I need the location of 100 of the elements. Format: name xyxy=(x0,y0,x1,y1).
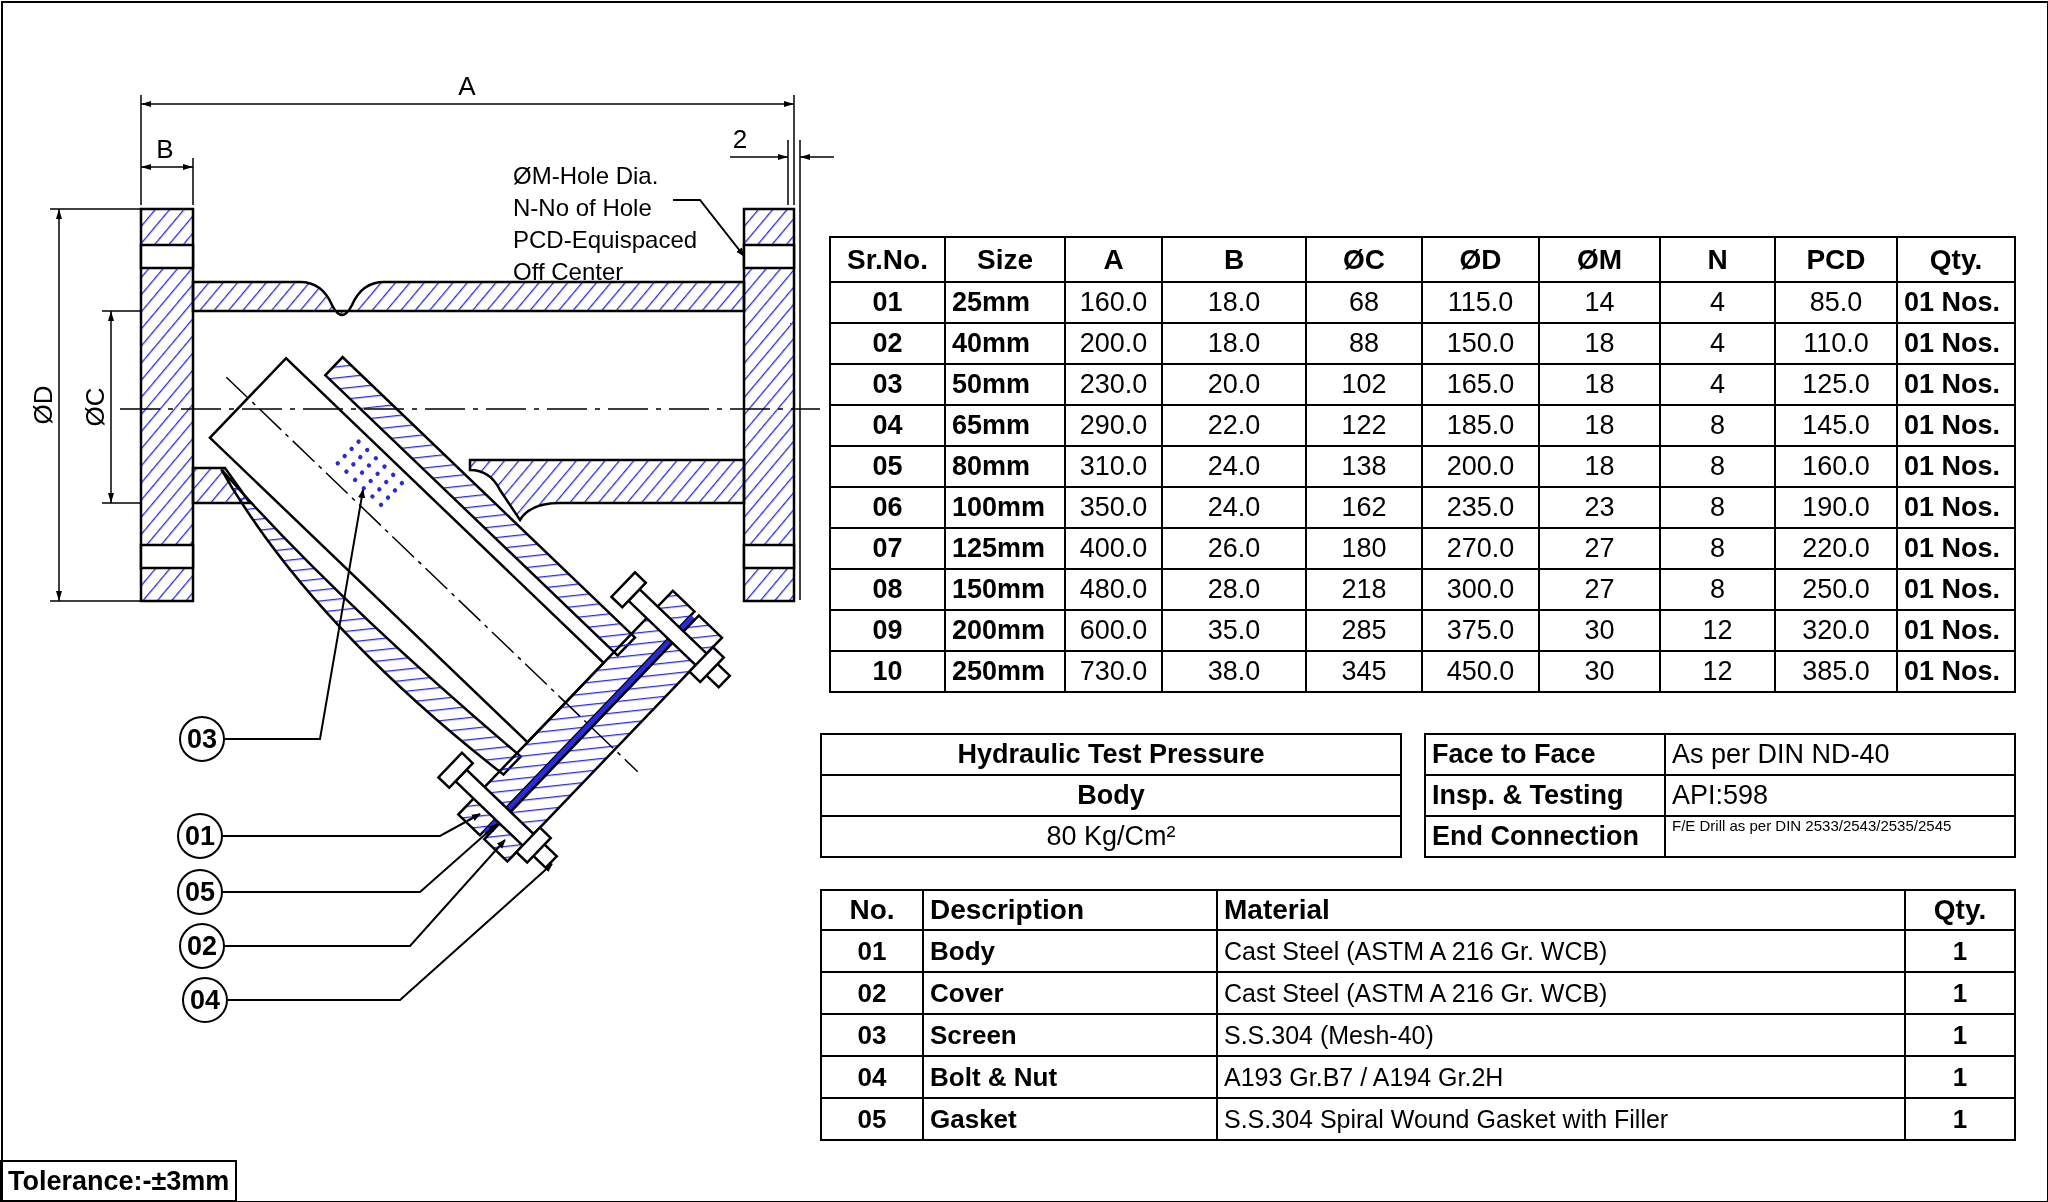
table-cell: 385.0 xyxy=(1775,651,1897,692)
table-cell: 09 xyxy=(830,610,945,651)
table-cell: Body xyxy=(821,775,1401,816)
table-cell: 200.0 xyxy=(1065,323,1162,364)
leader-line xyxy=(224,489,366,740)
table-cell: 1 xyxy=(1905,972,2015,1014)
table-cell: 150.0 xyxy=(1422,323,1539,364)
header-cell: End Connection xyxy=(1425,816,1665,857)
callout-number: 04 xyxy=(182,977,228,1023)
header-cell: Size xyxy=(945,237,1065,282)
table-cell: 18 xyxy=(1539,405,1660,446)
dimension-label: 2 xyxy=(732,124,748,154)
table-cell: 230.0 xyxy=(1065,364,1162,405)
table-cell: 138 xyxy=(1306,446,1422,487)
table-cell: 02 xyxy=(821,972,923,1014)
table-cell: 218 xyxy=(1306,569,1422,610)
table-cell: 400.0 xyxy=(1065,528,1162,569)
table-cell: 8 xyxy=(1660,569,1775,610)
table-cell: 18 xyxy=(1539,323,1660,364)
table-cell: 4 xyxy=(1660,282,1775,323)
table-cell: 35.0 xyxy=(1162,610,1306,651)
table-cell: 145.0 xyxy=(1775,405,1897,446)
table-cell: 450.0 xyxy=(1422,651,1539,692)
table-cell: Body xyxy=(923,930,1217,972)
leader-line xyxy=(227,863,553,1001)
dimension-label: ØD xyxy=(28,385,58,425)
table-cell: 162 xyxy=(1306,487,1422,528)
table-cell: 1 xyxy=(1905,1056,2015,1098)
header-cell: Face to Face xyxy=(1425,734,1665,775)
table-cell: 160.0 xyxy=(1775,446,1897,487)
table-cell: 160.0 xyxy=(1065,282,1162,323)
table-cell: 250mm xyxy=(945,651,1065,692)
note-text: ØM-Hole Dia. N-No of Hole PCD-Equispaced Off Center xyxy=(513,160,705,288)
table-cell: 23 xyxy=(1539,487,1660,528)
table-cell: 200.0 xyxy=(1422,446,1539,487)
table-cell: 06 xyxy=(830,487,945,528)
table-cell: 40mm xyxy=(945,323,1065,364)
table-cell: 12 xyxy=(1660,651,1775,692)
table-cell: 03 xyxy=(830,364,945,405)
table-cell: 8 xyxy=(1660,528,1775,569)
table-cell: 03 xyxy=(821,1014,923,1056)
table-cell: 290.0 xyxy=(1065,405,1162,446)
table-cell: 65mm xyxy=(945,405,1065,446)
header-cell: Sr.No. xyxy=(830,237,945,282)
table-cell: 24.0 xyxy=(1162,487,1306,528)
callout-number: 03 xyxy=(179,716,225,762)
table-cell: 18 xyxy=(1539,446,1660,487)
table-cell: 01 Nos. xyxy=(1897,446,2015,487)
table-cell: 01 Nos. xyxy=(1897,405,2015,446)
table-cell: 150mm xyxy=(945,569,1065,610)
table-cell: 14 xyxy=(1539,282,1660,323)
table-cell: Cast Steel (ASTM A 216 Gr. WCB) xyxy=(1217,930,1905,972)
table-cell: Cover xyxy=(923,972,1217,1014)
table-cell: 02 xyxy=(830,323,945,364)
table-cell: A193 Gr.B7 / A194 Gr.2H xyxy=(1217,1056,1905,1098)
table-cell: 01 Nos. xyxy=(1897,487,2015,528)
table-cell: S.S.304 (Mesh-40) xyxy=(1217,1014,1905,1056)
table-cell: 01 Nos. xyxy=(1897,282,2015,323)
table-cell: 270.0 xyxy=(1422,528,1539,569)
header-cell: A xyxy=(1065,237,1162,282)
table-cell: 4 xyxy=(1660,364,1775,405)
table-cell: 26.0 xyxy=(1162,528,1306,569)
table-cell: 1 xyxy=(1905,1014,2015,1056)
header-cell: N xyxy=(1660,237,1775,282)
callout-number: 01 xyxy=(177,813,223,859)
table-cell: 20.0 xyxy=(1162,364,1306,405)
table-cell: 38.0 xyxy=(1162,651,1306,692)
table-cell: 25mm xyxy=(945,282,1065,323)
header-cell: Material xyxy=(1217,890,1905,930)
table-cell: 18.0 xyxy=(1162,323,1306,364)
table-cell: 8 xyxy=(1660,446,1775,487)
table-cell: 85.0 xyxy=(1775,282,1897,323)
table-cell: 1 xyxy=(1905,930,2015,972)
tolerance-note: Tolerance:-±3mm xyxy=(0,1160,238,1202)
table-cell: 480.0 xyxy=(1065,569,1162,610)
table-cell: 165.0 xyxy=(1422,364,1539,405)
table-cell: API:598 xyxy=(1665,775,2015,816)
table-cell: 24.0 xyxy=(1162,446,1306,487)
table-cell: 190.0 xyxy=(1775,487,1897,528)
header-cell: Description xyxy=(923,890,1217,930)
header-cell: PCD xyxy=(1775,237,1897,282)
table-cell: 04 xyxy=(821,1056,923,1098)
dimension-label: ØC xyxy=(80,387,110,427)
table-cell: 88 xyxy=(1306,323,1422,364)
table-cell: 68 xyxy=(1306,282,1422,323)
table-cell: 180 xyxy=(1306,528,1422,569)
table-cell: 100mm xyxy=(945,487,1065,528)
table-cell: 8 xyxy=(1660,487,1775,528)
table-cell: 200mm xyxy=(945,610,1065,651)
table-cell: F/E Drill as per DIN 2533/2543/2535/2545 xyxy=(1665,816,2015,857)
table-cell: Cast Steel (ASTM A 216 Gr. WCB) xyxy=(1217,972,1905,1014)
table-cell: 18 xyxy=(1539,364,1660,405)
dimension-label: B xyxy=(156,134,174,164)
table-cell: 345 xyxy=(1306,651,1422,692)
table-cell: 18.0 xyxy=(1162,282,1306,323)
table-cell: 300.0 xyxy=(1422,569,1539,610)
table-cell: Screen xyxy=(923,1014,1217,1056)
table-cell: 285 xyxy=(1306,610,1422,651)
leader-line xyxy=(222,813,481,837)
table-cell: 05 xyxy=(830,446,945,487)
